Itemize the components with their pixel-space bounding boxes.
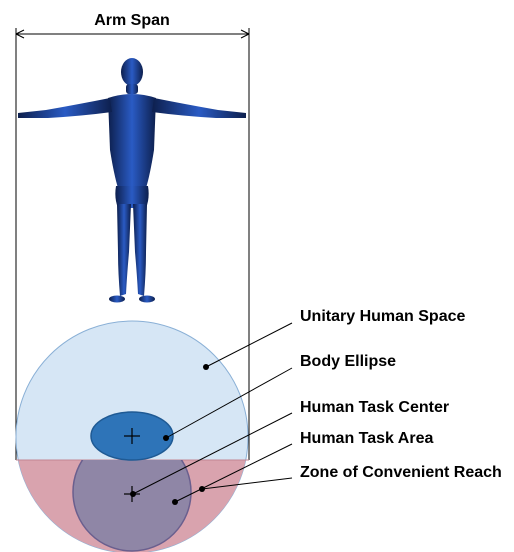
label-body-ellipse: Body Ellipse (300, 353, 396, 370)
label-human-task-center: Human Task Center (300, 399, 449, 416)
human-figure (18, 58, 246, 303)
label-unitary-human-space: Unitary Human Space (300, 308, 465, 325)
label-human-task-area: Human Task Area (300, 430, 433, 447)
label-zone-of-convenient-reach: Zone of Convenient Reach (300, 464, 502, 481)
arm-span-label: Arm Span (94, 12, 170, 29)
